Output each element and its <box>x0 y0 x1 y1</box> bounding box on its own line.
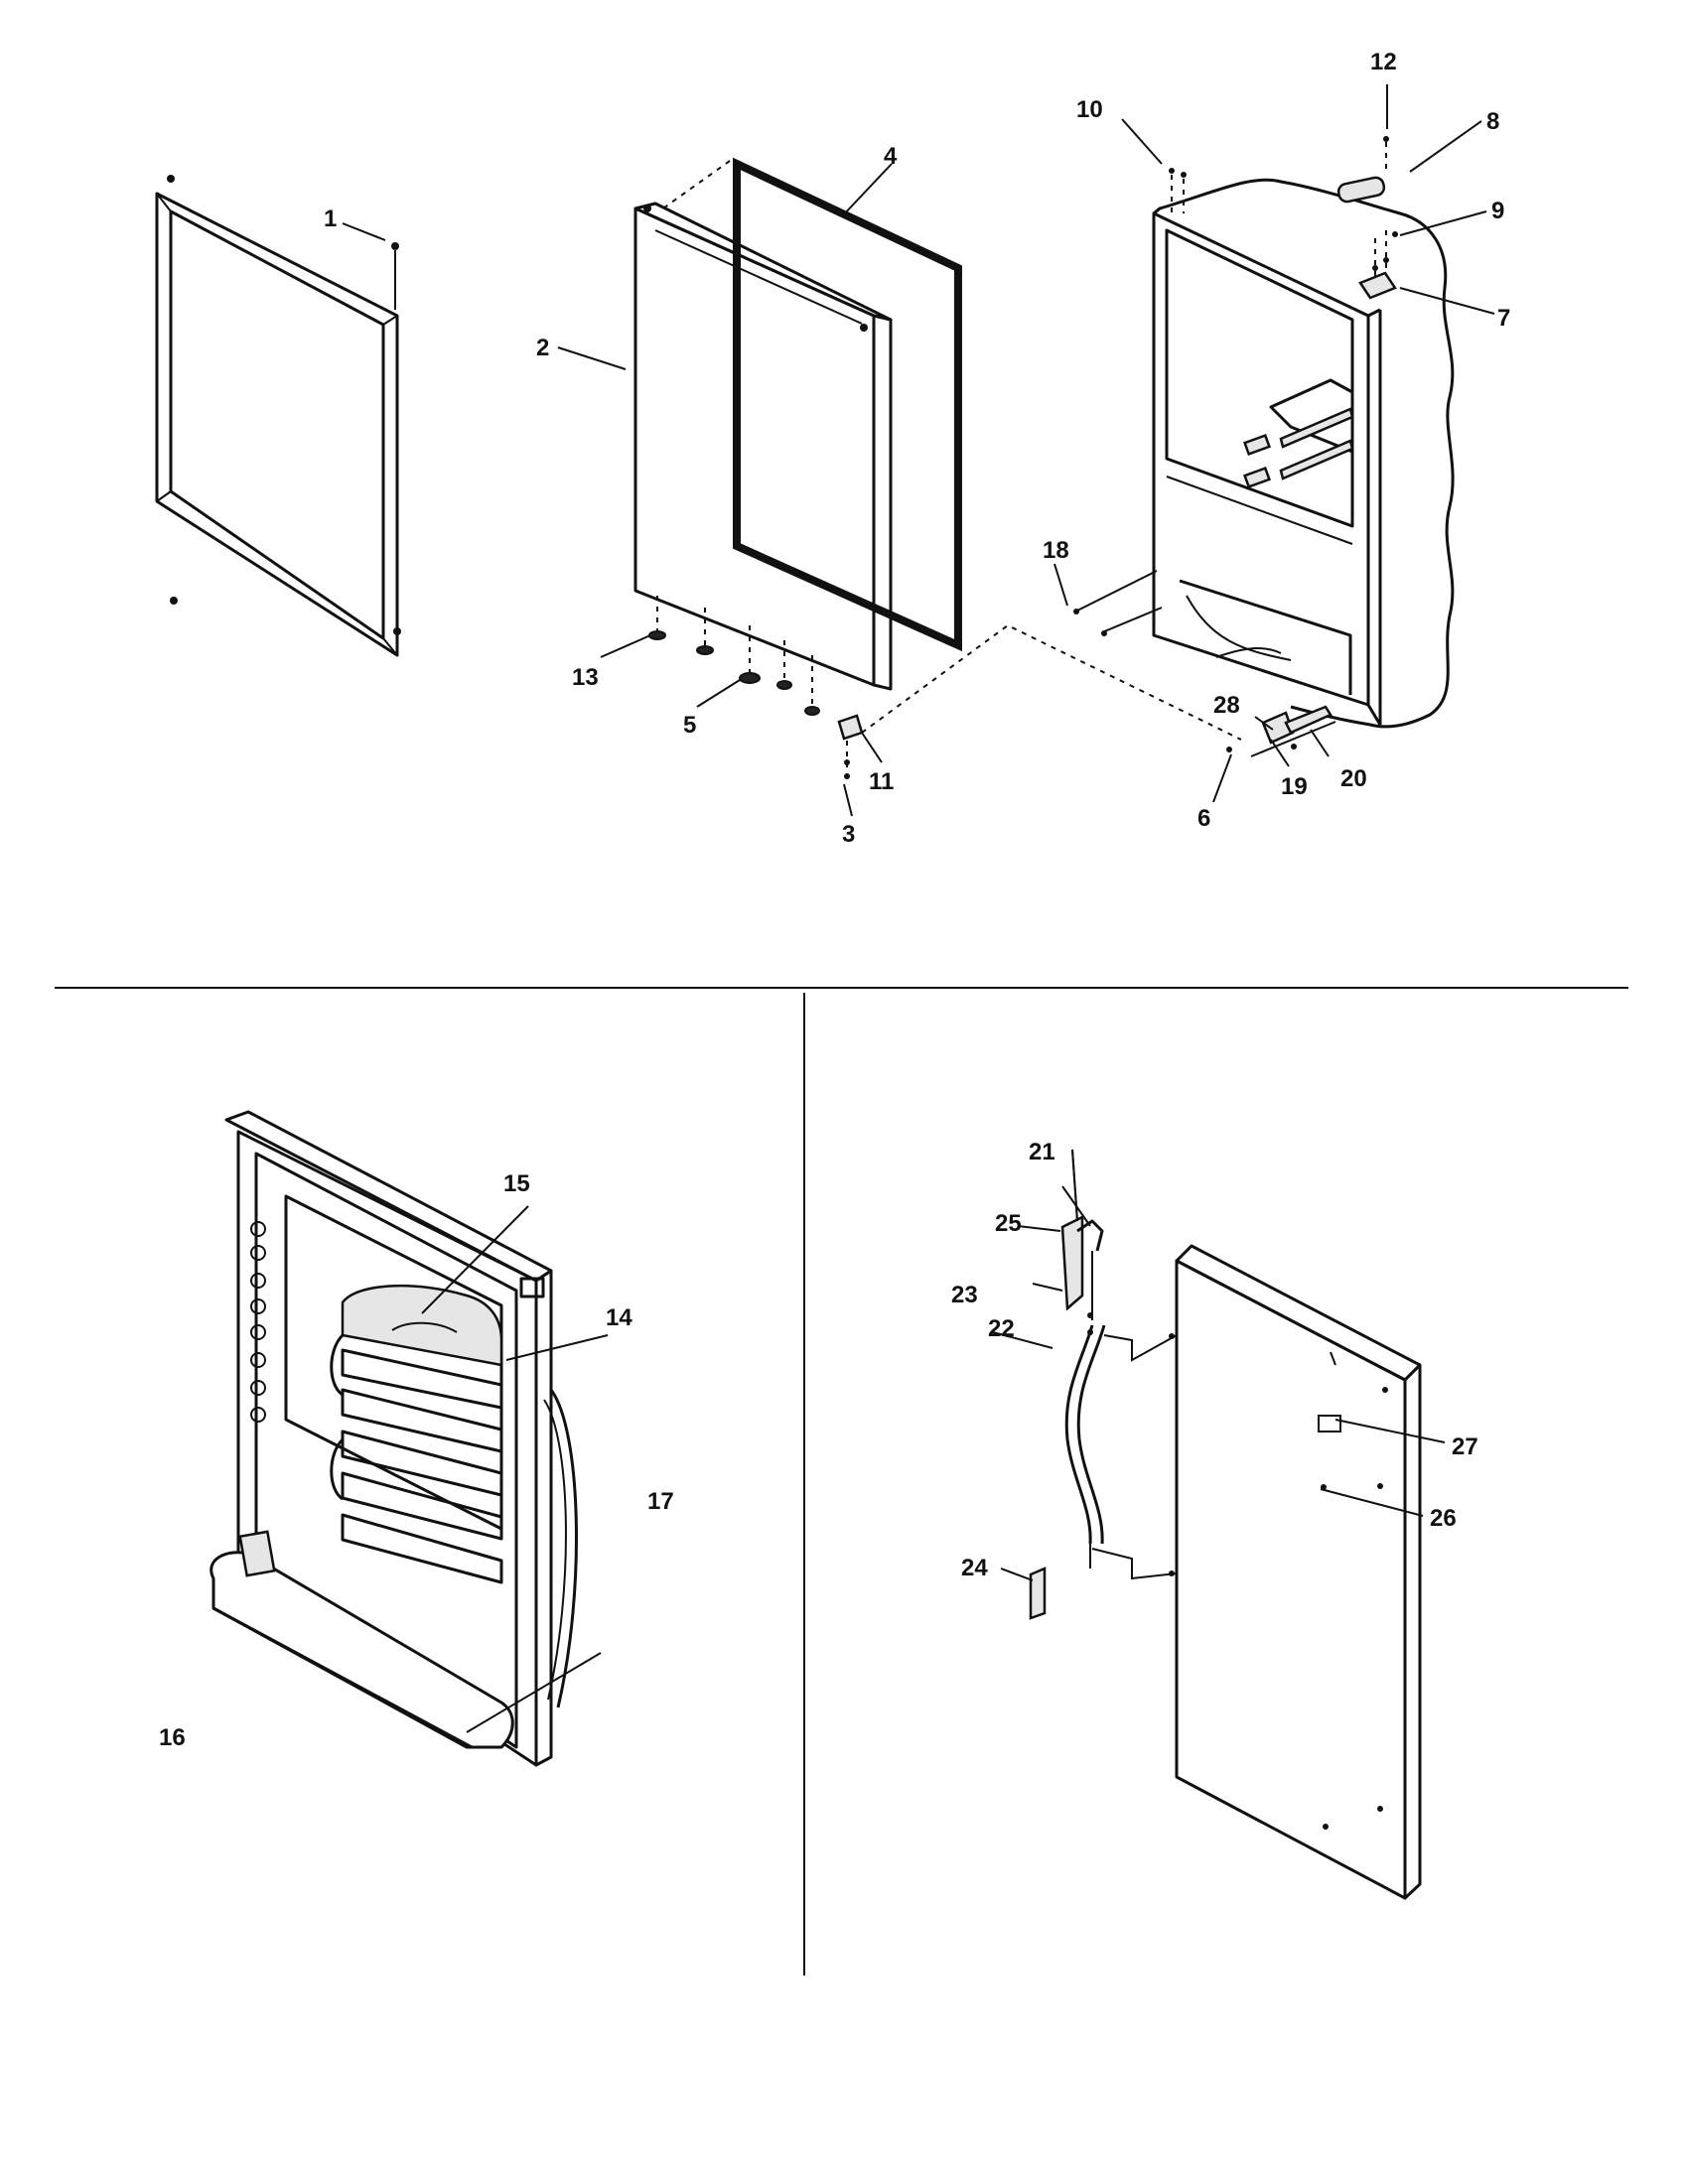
callout-6: 6 <box>1197 805 1210 832</box>
callout-5: 5 <box>683 712 696 739</box>
leader-lines <box>342 84 1495 1733</box>
callout-24: 24 <box>961 1555 988 1581</box>
handle-assembly <box>1029 1214 1178 1620</box>
callout-21: 21 <box>1029 1139 1055 1165</box>
callout-8: 8 <box>1486 108 1499 135</box>
callout-9: 9 <box>1491 198 1504 224</box>
callout-11: 11 <box>869 768 894 795</box>
callout-2: 2 <box>536 335 549 361</box>
outer-door-panel <box>1169 1244 1422 1900</box>
inner-door-assembly <box>210 1110 578 1767</box>
lower-hinge-bracket-part <box>837 623 1242 784</box>
callout-10: 10 <box>1076 96 1103 123</box>
callout-15: 15 <box>503 1170 530 1197</box>
callout-27: 27 <box>1452 1433 1478 1460</box>
callout-20: 20 <box>1340 765 1367 792</box>
callout-labels: 1 2 3 4 5 6 7 8 9 10 11 12 13 14 15 16 1… <box>159 49 1510 1751</box>
callout-28: 28 <box>1213 692 1240 719</box>
callout-23: 23 <box>951 1282 978 1308</box>
callout-19: 19 <box>1281 773 1308 800</box>
callout-4: 4 <box>884 143 898 170</box>
callout-18: 18 <box>1043 537 1069 564</box>
callout-25: 25 <box>995 1210 1022 1237</box>
callout-7: 7 <box>1497 305 1510 332</box>
callout-22: 22 <box>988 1315 1015 1342</box>
callout-13: 13 <box>572 664 599 691</box>
callout-12: 12 <box>1370 49 1397 75</box>
callout-14: 14 <box>606 1304 632 1331</box>
callout-16: 16 <box>159 1724 186 1751</box>
callout-3: 3 <box>842 821 855 848</box>
cabinet-part <box>1152 178 1455 729</box>
callout-26: 26 <box>1430 1505 1457 1532</box>
callout-1: 1 <box>324 205 337 232</box>
door-panel-part <box>633 202 893 691</box>
bottom-hinge-parts <box>1073 570 1336 757</box>
top-hinge-parts <box>1169 136 1398 300</box>
frame-part <box>155 175 401 657</box>
gasket-part <box>659 157 962 652</box>
callout-17: 17 <box>647 1488 674 1515</box>
